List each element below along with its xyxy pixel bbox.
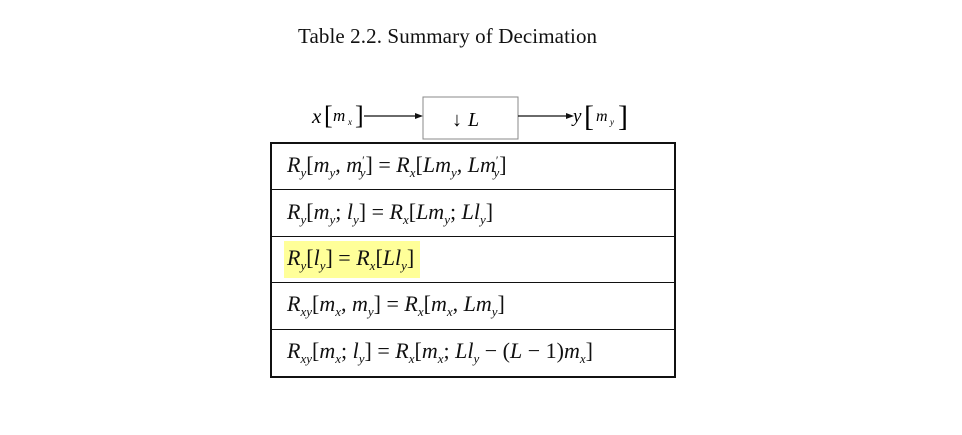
input-arrow-head	[415, 113, 423, 119]
input-index-subscript: x	[347, 117, 352, 127]
block-diagram-svg: x [ m x ] ↓ L y [ m y ]	[311, 96, 628, 140]
formula-stationary-autocorrelation: Ry[ly] = Rx[Lly]	[284, 240, 421, 278]
decimation-block-diagram: x [ m x ] ↓ L y [ m y ]	[310, 96, 640, 142]
input-index: m	[333, 106, 345, 125]
formula-autocorrelation-lag: Ry[my; ly] = Rx[Lmy; Lly]	[287, 198, 494, 227]
table-row: Rxy[mx; ly] = Rx[mx; Lly − (L − 1)mx]	[272, 330, 674, 376]
decimator-label: ↓	[452, 109, 462, 131]
table-row: Ry[ly] = Rx[Lly]	[272, 237, 674, 284]
table-row: Ry[my; ly] = Rx[Lmy; Lly]	[272, 190, 674, 237]
formula-autocorrelation-2d: Ry[my, m′y] = Rx[Lmy, Lm′y]	[287, 152, 507, 181]
formula-cross-correlation-2d: Rxy[mx, my] = Rx[mx, Lmy]	[287, 291, 505, 320]
decimator-block	[422, 96, 519, 140]
input-signal-label: x	[311, 104, 322, 128]
table-row: Rxy[mx, my] = Rx[mx, Lmy]	[272, 283, 674, 330]
output-index-subscript: y	[609, 117, 614, 127]
output-left-bracket: [	[584, 100, 594, 133]
output-right-bracket: ]	[618, 100, 628, 133]
output-arrow-head	[566, 113, 574, 119]
table-row: Ry[my, m′y] = Rx[Lmy, Lm′y]	[272, 144, 674, 191]
table-caption: Table 2.2. Summary of Decimation	[298, 24, 598, 48]
input-left-bracket: [	[324, 101, 333, 130]
input-right-bracket: ]	[355, 101, 364, 130]
formula-cross-correlation-lag: Rxy[mx; ly] = Rx[mx; Lly − (L − 1)mx]	[287, 338, 593, 367]
output-signal-label: y	[571, 106, 582, 127]
summary-table: Ry[my, m′y] = Rx[Lmy, Lm′y] Ry[my; ly] =…	[270, 142, 676, 378]
decimator-factor: L	[467, 109, 479, 131]
output-index: m	[596, 108, 608, 125]
